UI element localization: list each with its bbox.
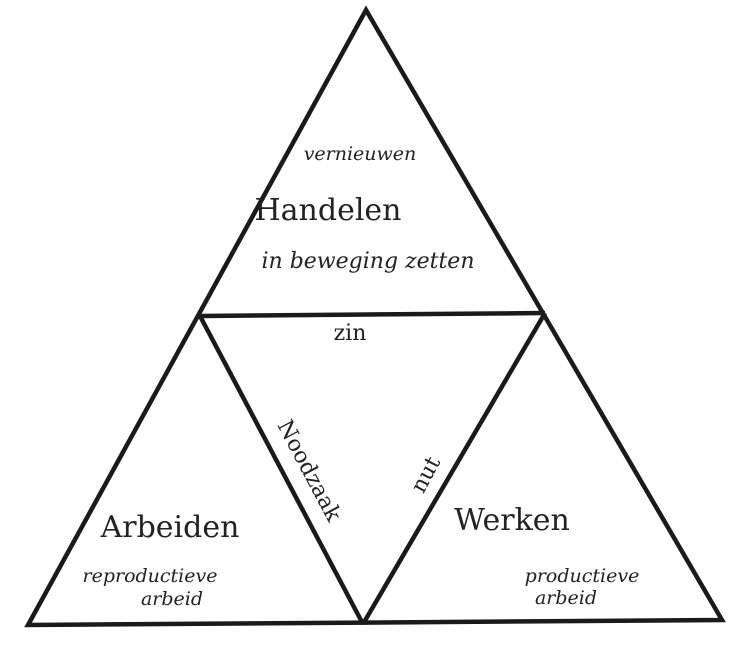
center-top-edge-label: zin bbox=[334, 321, 367, 346]
left-title-text: Arbeiden bbox=[100, 510, 240, 545]
inner-right-line bbox=[361, 311, 547, 626]
top-subtitle-text: in beweging zetten bbox=[262, 249, 475, 274]
left-line2-text: arbeid bbox=[141, 588, 203, 610]
right-title-text: Werken bbox=[454, 503, 570, 538]
left-line1-text: reproductieve bbox=[83, 565, 218, 587]
inner-left-line bbox=[198, 314, 365, 626]
top-tag-text: vernieuwen bbox=[304, 143, 417, 165]
right-line1-text: productieve bbox=[525, 565, 640, 587]
middle-horizontal-line bbox=[199, 310, 546, 319]
right-line2-text: arbeid bbox=[535, 587, 597, 609]
top-title-text: Handelen bbox=[255, 193, 402, 228]
